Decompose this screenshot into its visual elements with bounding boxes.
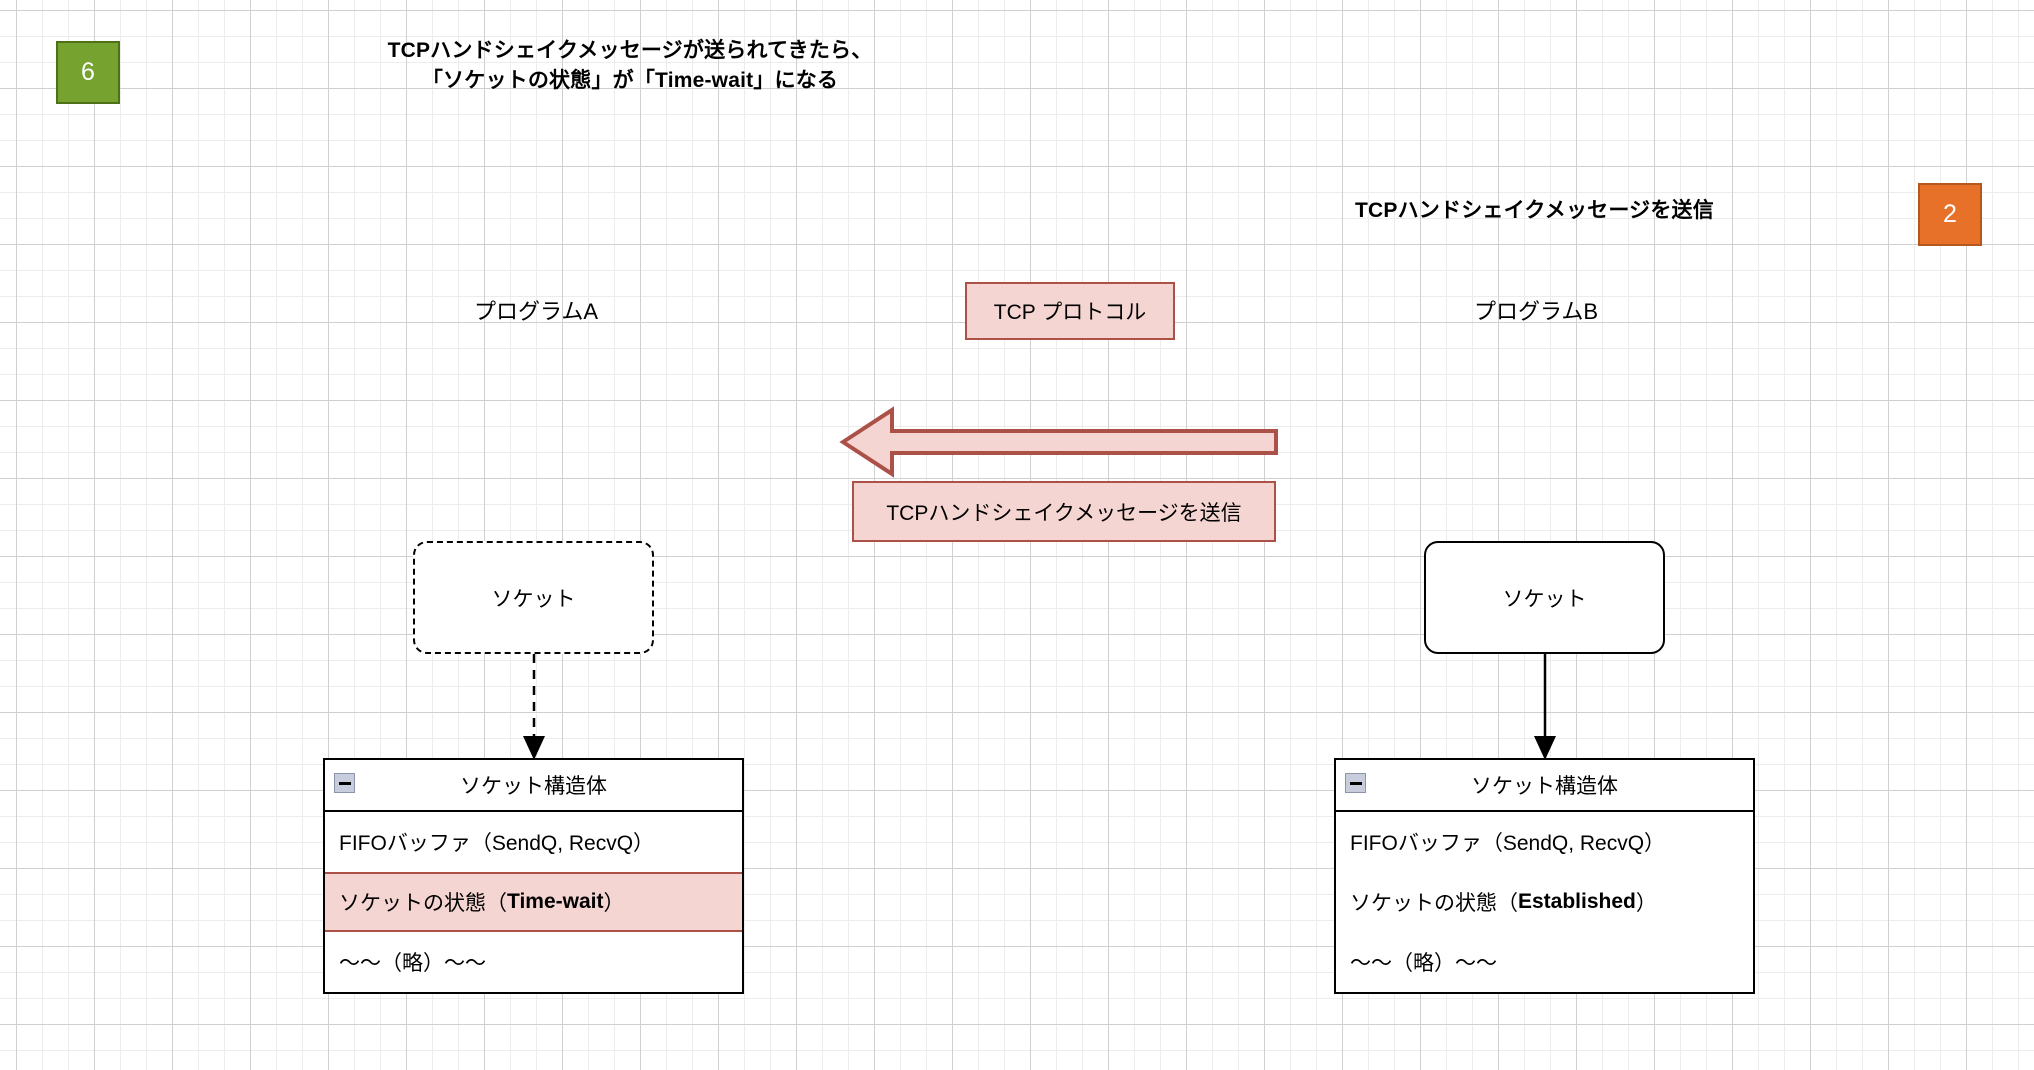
socket-b-box: ソケット xyxy=(1424,541,1665,654)
struct-a-header-label: ソケット構造体 xyxy=(460,775,607,798)
message-arrow-label-box: TCPハンドシェイクメッセージを送信 xyxy=(852,481,1276,542)
struct-b-row-0-text: FIFOバッファ（SendQ, RecvQ） xyxy=(1350,832,1666,855)
collapse-minus-icon[interactable] xyxy=(1345,773,1366,793)
struct-b-row-1-prefix: ソケットの状態（ xyxy=(1350,892,1518,915)
table-row: ソケットの状態（Time-wait） xyxy=(325,872,742,932)
tcp-protocol-label: TCP プロトコル xyxy=(993,301,1147,324)
socket-a-label: ソケット xyxy=(491,587,576,611)
table-row: ソケットの状態（Established） xyxy=(1336,872,1753,932)
page-title: TCPハンドシェイクメッセージが送られてきたら、 「ソケットの状態」が「Time… xyxy=(210,36,1050,97)
struct-b-row-1-suffix: ） xyxy=(1635,892,1657,915)
top-right-note: TCPハンドシェイクメッセージを送信 xyxy=(1355,199,1714,222)
struct-b-header-label: ソケット構造体 xyxy=(1471,775,1618,798)
struct-b-row-1-state: Established xyxy=(1518,890,1636,913)
table-row: 〜〜（略）〜〜 xyxy=(325,932,742,992)
struct-a-row-2-text: 〜〜（略）〜〜 xyxy=(339,952,486,975)
struct-b-row-2-text: 〜〜（略）〜〜 xyxy=(1350,952,1497,975)
page-title-line2: 「ソケットの状態」が「Time-wait」になる xyxy=(421,69,839,93)
struct-a-row-1-suffix: ） xyxy=(603,892,625,915)
socket-a-box: ソケット xyxy=(413,541,654,654)
struct-a-row-1-prefix: ソケットの状態（ xyxy=(339,892,507,915)
page-title-line1: TCPハンドシェイクメッセージが送られてきたら、 xyxy=(387,39,873,62)
step-badge-2-label: 2 xyxy=(1943,200,1957,228)
program-a-label: プログラムA xyxy=(474,299,599,324)
program-b-label: プログラムB xyxy=(1474,299,1599,324)
struct-a-header: ソケット構造体 xyxy=(325,760,742,812)
table-row: 〜〜（略）〜〜 xyxy=(1336,932,1753,992)
socket-struct-table-a: ソケット構造体 FIFOバッファ（SendQ, RecvQ） ソケットの状態（T… xyxy=(323,758,744,994)
socket-struct-table-b: ソケット構造体 FIFOバッファ（SendQ, RecvQ） ソケットの状態（E… xyxy=(1334,758,1755,994)
struct-b-header: ソケット構造体 xyxy=(1336,760,1753,812)
table-row: FIFOバッファ（SendQ, RecvQ） xyxy=(1336,812,1753,872)
struct-a-row-0-text: FIFOバッファ（SendQ, RecvQ） xyxy=(339,832,655,855)
step-badge-6-label: 6 xyxy=(81,58,95,86)
socket-b-label: ソケット xyxy=(1502,587,1587,611)
struct-a-row-1-state: Time-wait xyxy=(507,890,604,913)
collapse-minus-icon[interactable] xyxy=(334,773,355,793)
tcp-protocol-box: TCP プロトコル xyxy=(965,282,1175,340)
table-row: FIFOバッファ（SendQ, RecvQ） xyxy=(325,812,742,872)
message-arrow-left xyxy=(839,406,1278,478)
message-arrow-label: TCPハンドシェイクメッセージを送信 xyxy=(886,501,1242,525)
step-badge-2: 2 xyxy=(1918,183,1982,246)
step-badge-6: 6 xyxy=(56,41,120,104)
